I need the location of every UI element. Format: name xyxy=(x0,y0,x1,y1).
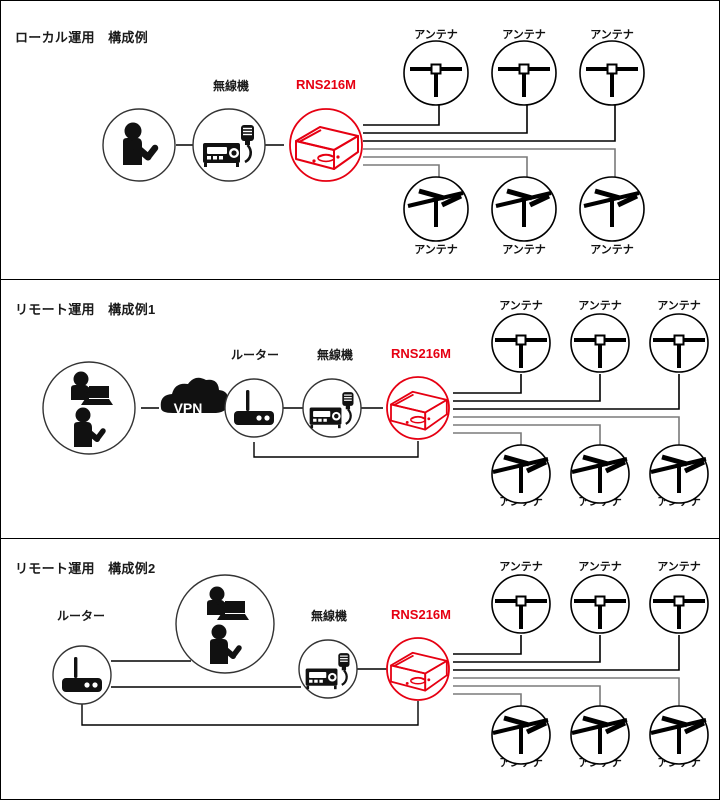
label-rns216m-local: RNS216M xyxy=(296,77,356,92)
label-antenna-top-3: アンテナ xyxy=(657,561,701,573)
label-router-remote2: ルーター xyxy=(56,609,105,623)
section-remote1-graphics: VPN xyxy=(42,313,709,504)
label-antenna-bottom-1: アンテナ xyxy=(414,244,458,256)
label-antenna-bottom-2: アンテナ xyxy=(502,244,546,256)
section-remote2: リモート運用 構成例2 ルーター 無線機 RNS216M アンテナ アンテナ ア… xyxy=(1,539,719,799)
label-antenna-bottom-3: アンテナ xyxy=(590,244,634,256)
section-local: ローカル運用 構成例 無線機 RNS216M アンテナ アンテナ アンテナ アン… xyxy=(1,1,719,279)
section-local-title: ローカル運用 構成例 xyxy=(15,30,149,45)
label-router-remote1: ルーター xyxy=(230,348,279,362)
label-radio-remote2: 無線機 xyxy=(310,609,347,623)
label-antenna-top-2: アンテナ xyxy=(502,29,546,41)
section-remote1-title: リモート運用 構成例1 xyxy=(15,302,156,317)
section-remote2-title: リモート運用 構成例2 xyxy=(15,561,156,576)
section-divider-1 xyxy=(1,279,719,280)
label-antenna-top-1: アンテナ xyxy=(414,29,458,41)
label-rns216m-remote1: RNS216M xyxy=(391,346,451,361)
section-divider-2 xyxy=(1,538,719,539)
section-remote1: リモート運用 構成例1 ルーター 無線機 RNS216M アンテナ アンテナ ア… xyxy=(1,280,719,538)
section-remote2-graphics xyxy=(52,574,709,765)
svg-text:VPN: VPN xyxy=(174,400,203,416)
label-antenna-top-3: アンテナ xyxy=(590,29,634,41)
label-radio-remote1: 無線機 xyxy=(316,348,353,362)
label-antenna-top-1: アンテナ xyxy=(499,300,543,312)
label-antenna-top-1: アンテナ xyxy=(499,561,543,573)
section-local-graphics xyxy=(102,40,645,242)
label-radio-local: 無線機 xyxy=(212,79,249,93)
vpn-cloud-shape: VPN xyxy=(160,377,229,416)
label-rns216m-remote2: RNS216M xyxy=(391,607,451,622)
label-antenna-top-2: アンテナ xyxy=(578,561,622,573)
label-antenna-top-3: アンテナ xyxy=(657,300,701,312)
label-antenna-top-2: アンテナ xyxy=(578,300,622,312)
